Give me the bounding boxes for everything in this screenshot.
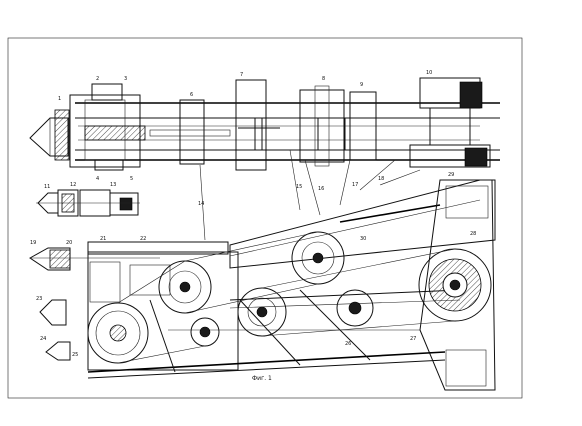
sheet-frame bbox=[7, 37, 523, 399]
ref-label: 5 bbox=[130, 176, 133, 182]
gear-train bbox=[87, 231, 492, 364]
ref-label: 3 bbox=[124, 76, 127, 82]
ref-label: 24 bbox=[40, 336, 46, 342]
ref-label: 27 bbox=[410, 336, 416, 342]
ref-label: 10 bbox=[426, 70, 432, 76]
ref-label: 9 bbox=[360, 82, 363, 88]
ref-label: 4 bbox=[96, 176, 99, 182]
ref-label: 12 bbox=[70, 182, 76, 188]
plan-view bbox=[29, 77, 500, 171]
ref-label: 20 bbox=[66, 240, 72, 246]
reference-labels: 1 2 3 4 5 6 7 8 9 10 11 12 13 14 15 16 1… bbox=[30, 70, 476, 358]
ref-label: 11 bbox=[44, 184, 50, 190]
ref-label: 19 bbox=[30, 240, 36, 246]
ref-label: 16 bbox=[318, 186, 324, 192]
ref-label: 28 bbox=[470, 231, 476, 237]
ref-label: 6 bbox=[190, 92, 193, 98]
ref-label: 2 bbox=[96, 76, 99, 82]
ref-label: 1 bbox=[58, 96, 61, 102]
ref-label: 26 bbox=[345, 341, 351, 347]
ref-label: 22 bbox=[140, 236, 146, 242]
ref-label: 21 bbox=[100, 236, 106, 242]
detail-view bbox=[36, 189, 140, 217]
ref-label: 18 bbox=[378, 176, 384, 182]
ref-label: 8 bbox=[322, 76, 325, 82]
figure-caption: Фиг. 1 bbox=[252, 375, 272, 382]
ref-label: 30 bbox=[360, 236, 366, 242]
ref-label: 29 bbox=[448, 172, 454, 178]
ref-label: 23 bbox=[36, 296, 42, 302]
ref-label: 14 bbox=[198, 201, 204, 207]
ref-label: 13 bbox=[110, 182, 116, 188]
ref-label: 15 bbox=[296, 184, 302, 190]
ref-label: 25 bbox=[72, 352, 78, 358]
leader-lines bbox=[199, 149, 421, 241]
elevation-view bbox=[29, 179, 496, 391]
ref-label: 17 bbox=[352, 182, 358, 188]
ref-label: 7 bbox=[240, 72, 243, 78]
